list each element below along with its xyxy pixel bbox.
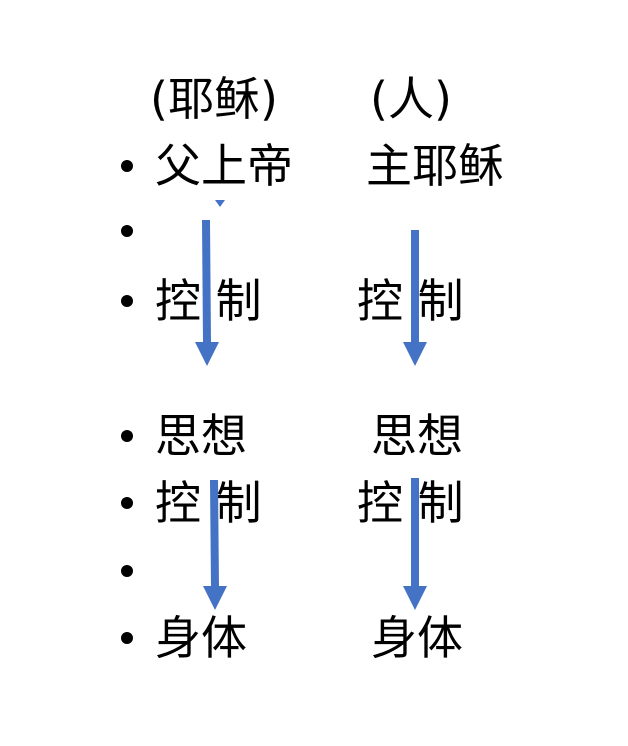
bullet-4 (121, 430, 133, 442)
arrow-right-lower-head (403, 586, 427, 610)
row4-right: 思想 (371, 409, 463, 463)
bullet-6 (121, 565, 133, 577)
row3-right: 控 制 (357, 274, 464, 328)
header-left: (耶稣) (150, 72, 278, 126)
bullet-5 (121, 497, 133, 509)
bullet-7 (121, 632, 133, 644)
row5-right: 控 制 (357, 476, 464, 530)
row7-right: 身体 (371, 611, 463, 665)
row1-left: 父上帝 (155, 139, 293, 193)
row5-left: 控 制 (155, 476, 262, 530)
row4-left: 思想 (155, 409, 247, 463)
row7-left: 身体 (155, 611, 247, 665)
bullet-1 (121, 160, 133, 172)
small-arrow-tip (215, 200, 225, 207)
row3-left: 控 制 (155, 274, 262, 328)
arrow-right-upper-head (403, 342, 427, 366)
arrow-left-lower-head (203, 586, 227, 610)
row1-right: 主耶稣 (366, 139, 504, 193)
bullet-3 (121, 295, 133, 307)
header-right: (人) (370, 72, 452, 126)
arrow-left-upper-head (195, 342, 219, 366)
bullet-2 (121, 225, 133, 237)
